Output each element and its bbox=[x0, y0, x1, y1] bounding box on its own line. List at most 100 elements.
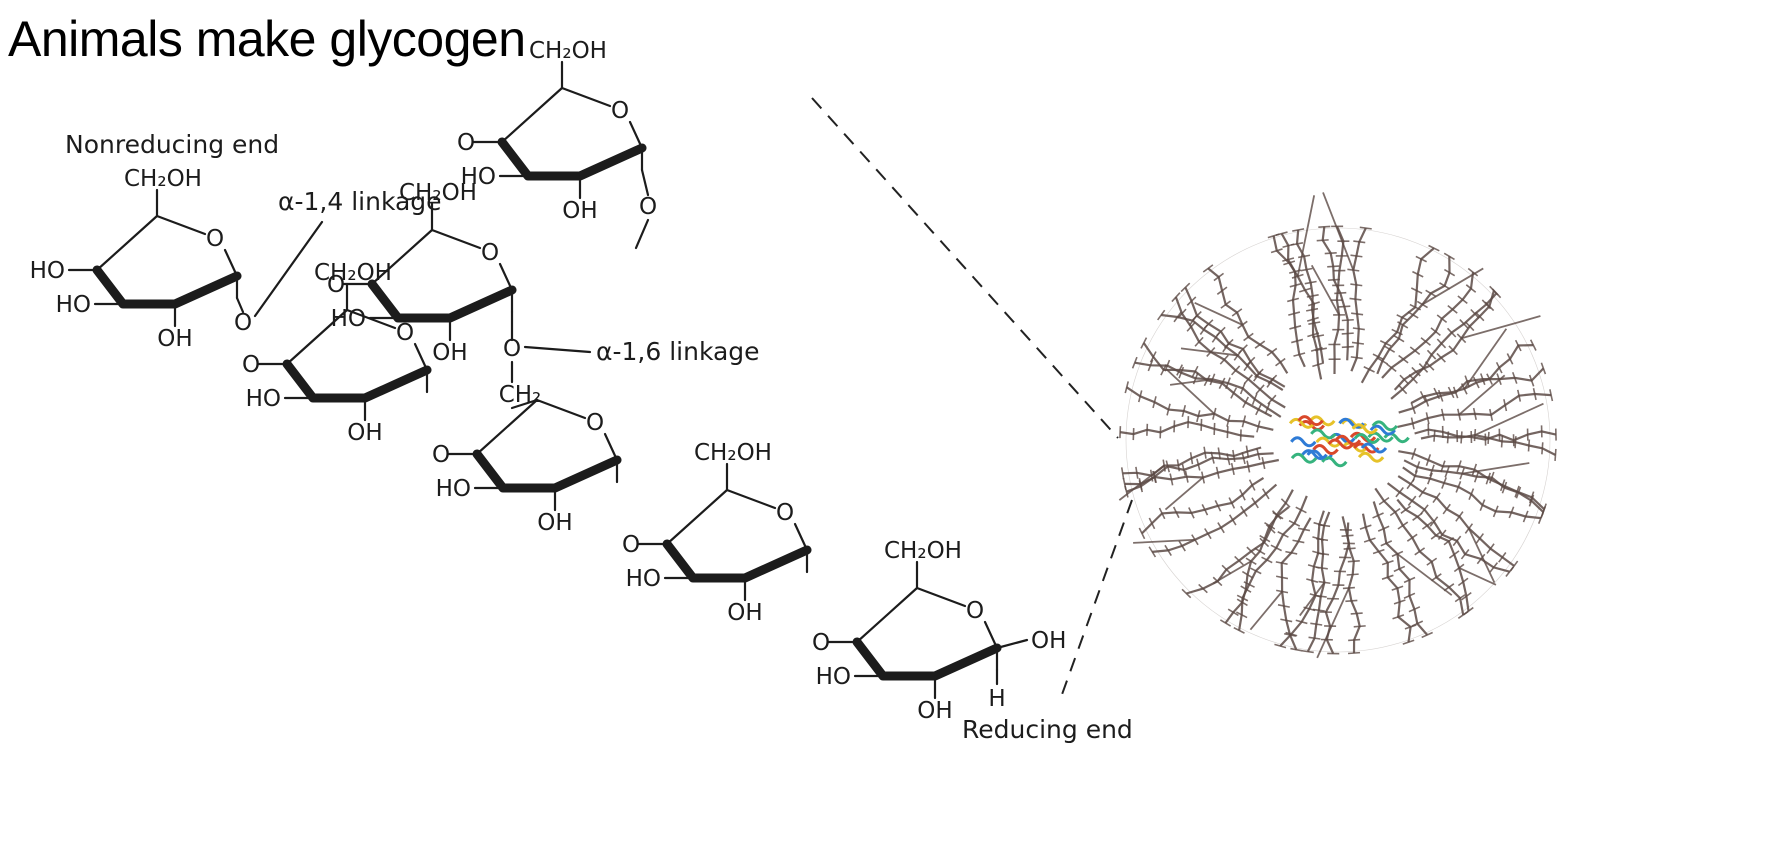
branch-tick bbox=[1528, 374, 1535, 387]
branch-tick bbox=[1419, 390, 1427, 403]
bond-line bbox=[855, 586, 919, 644]
branch-tick bbox=[1181, 588, 1192, 599]
branch-tick bbox=[1228, 497, 1236, 509]
branch-tick bbox=[1347, 651, 1361, 655]
branch-tick bbox=[1277, 531, 1289, 538]
branch-tick bbox=[1164, 544, 1172, 556]
glycogenin-protein-strand bbox=[1301, 449, 1328, 461]
branch-tick bbox=[1407, 495, 1417, 507]
bond-line bbox=[370, 228, 434, 286]
branch-tick bbox=[1164, 359, 1171, 372]
glucose-branch-chain bbox=[1386, 482, 1510, 573]
branch-tick bbox=[1254, 368, 1264, 379]
branch-tick bbox=[1303, 606, 1316, 612]
branch-tick bbox=[1255, 384, 1265, 395]
branch-tick bbox=[1232, 449, 1236, 463]
ch2oh-label: CH₂OH bbox=[399, 180, 477, 206]
branch-tick bbox=[1228, 514, 1237, 526]
branch-tick bbox=[1267, 374, 1278, 385]
branch-tick bbox=[1137, 390, 1143, 403]
branch-tick bbox=[1203, 319, 1214, 329]
branch-tick bbox=[1376, 357, 1389, 365]
branch-tick bbox=[1473, 470, 1480, 483]
branch-tick bbox=[1506, 353, 1514, 365]
branch-tick bbox=[1324, 252, 1337, 255]
branch-tick bbox=[1255, 403, 1262, 416]
branch-tick bbox=[1381, 559, 1394, 566]
branch-tick bbox=[1425, 454, 1432, 467]
side-branch bbox=[1458, 567, 1497, 586]
side-branch bbox=[1463, 328, 1508, 390]
branch-tick bbox=[1393, 565, 1406, 573]
side-branch bbox=[1461, 315, 1541, 340]
branch-tick bbox=[1341, 345, 1354, 349]
branch-tick bbox=[1386, 363, 1397, 373]
branch-tick bbox=[1498, 552, 1507, 563]
branch-tick bbox=[1138, 527, 1146, 540]
branch-tick bbox=[1124, 381, 1129, 394]
branch-tick bbox=[1404, 624, 1417, 630]
glycosidic-oxygen-label: O bbox=[234, 310, 252, 336]
branch-tick bbox=[1471, 463, 1478, 476]
branch-tick bbox=[1234, 555, 1244, 566]
ring-oxygen-label: O bbox=[586, 410, 604, 436]
branch-tick bbox=[1152, 396, 1157, 409]
glycogenin-protein-strand bbox=[1321, 456, 1348, 468]
branch-tick bbox=[1236, 598, 1248, 607]
branch-tick bbox=[1514, 339, 1522, 352]
branch-tick bbox=[1428, 244, 1440, 252]
branch-tick bbox=[1359, 524, 1372, 530]
glucose-branch-chain bbox=[1119, 420, 1255, 438]
oh-label: OH bbox=[917, 698, 952, 724]
branch-tick bbox=[1261, 556, 1273, 564]
branch-tick bbox=[1397, 521, 1409, 530]
ch2oh-label: CH₂OH bbox=[124, 166, 202, 192]
branch-tick bbox=[1511, 372, 1518, 384]
branch-tick bbox=[1372, 353, 1385, 361]
branch-tick bbox=[1290, 647, 1303, 652]
bond-line bbox=[223, 248, 239, 278]
branch-tick bbox=[1447, 305, 1458, 314]
side-branch bbox=[1180, 347, 1238, 357]
glycosidic-oxygen-label: O bbox=[432, 442, 450, 468]
branch-tick bbox=[1172, 506, 1180, 519]
branch-tick bbox=[1203, 446, 1207, 459]
branch-tick bbox=[1411, 366, 1421, 377]
branch-tick bbox=[1310, 622, 1323, 626]
branch-tick bbox=[1233, 626, 1245, 634]
branch-tick bbox=[1135, 466, 1139, 479]
branch-tick bbox=[1221, 564, 1232, 575]
branch-tick bbox=[1285, 550, 1298, 555]
branch-tick bbox=[1265, 524, 1276, 534]
alpha-1-6-linkage-label: α-1,6 linkage bbox=[596, 337, 760, 366]
glycosidic-oxygen-label: O bbox=[242, 352, 260, 378]
branch-tick bbox=[1306, 578, 1319, 583]
ring-oxygen-label: O bbox=[776, 500, 794, 526]
branch-tick bbox=[1455, 511, 1464, 522]
branch-tick bbox=[1476, 553, 1486, 565]
oh-label: OH bbox=[157, 326, 192, 352]
branch-tick bbox=[1440, 408, 1446, 421]
glycogenin-protein-strand bbox=[1310, 428, 1337, 440]
branch-tick bbox=[1297, 527, 1311, 532]
bond-line bbox=[915, 586, 967, 608]
oh-label: OH bbox=[727, 600, 762, 626]
bond-line bbox=[995, 638, 1029, 650]
ring-oxygen-label: O bbox=[481, 240, 499, 266]
branch-tick bbox=[1392, 614, 1405, 620]
branch-tick bbox=[1245, 557, 1257, 566]
ring-oxygen-label: O bbox=[206, 226, 224, 252]
branch-tick bbox=[1464, 523, 1474, 534]
bond-line bbox=[510, 398, 539, 410]
branch-tick bbox=[1442, 503, 1451, 515]
branch-tick bbox=[1245, 356, 1256, 367]
branch-tick bbox=[1350, 612, 1363, 615]
glycogenin-protein-strand bbox=[1334, 434, 1362, 446]
branch-tick bbox=[1189, 452, 1194, 465]
branch-tick bbox=[1350, 283, 1363, 287]
